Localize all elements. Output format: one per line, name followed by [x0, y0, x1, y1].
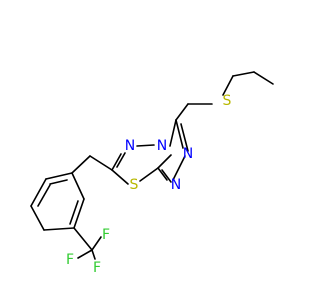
bond — [111, 153, 122, 171]
bond — [116, 152, 126, 168]
bond — [172, 155, 186, 181]
molecule-drawing: N N N N S S F F F — [30, 71, 274, 276]
bond — [136, 144, 155, 147]
bond — [175, 103, 189, 121]
bond — [71, 172, 85, 200]
atom-label-fluorine: F — [66, 252, 74, 268]
bond — [91, 249, 96, 260]
bond — [157, 167, 168, 181]
bond — [45, 172, 73, 180]
atom-label-fluorine: F — [102, 227, 110, 243]
atom-label-sulfur: S — [130, 177, 139, 193]
bond — [157, 154, 172, 169]
bond — [175, 119, 184, 149]
molecule-svg: N N N N S S F F F — [30, 71, 274, 276]
atom-label-sulfur: S — [223, 93, 232, 109]
bond — [37, 184, 51, 207]
bond — [111, 169, 129, 185]
bond — [73, 198, 85, 229]
bond — [49, 179, 68, 185]
bond — [89, 155, 113, 171]
atom-label-nitrogen: N — [125, 138, 135, 154]
bond — [71, 155, 91, 174]
bond — [30, 205, 45, 231]
bond — [232, 71, 255, 77]
bond — [91, 236, 102, 251]
atom-label-fluorine: F — [93, 260, 101, 276]
bond — [77, 249, 93, 259]
bond — [161, 169, 172, 183]
bond — [253, 71, 274, 85]
atom-label-nitrogen: N — [171, 177, 181, 193]
bond — [69, 200, 79, 225]
atom-label-nitrogen: N — [157, 138, 167, 154]
bond — [73, 227, 93, 251]
bond — [180, 123, 189, 152]
bond — [30, 178, 47, 207]
bond — [43, 227, 75, 231]
bond — [222, 75, 234, 96]
bond — [139, 167, 159, 182]
bond — [169, 119, 177, 147]
atom-label-nitrogen: N — [183, 146, 193, 162]
